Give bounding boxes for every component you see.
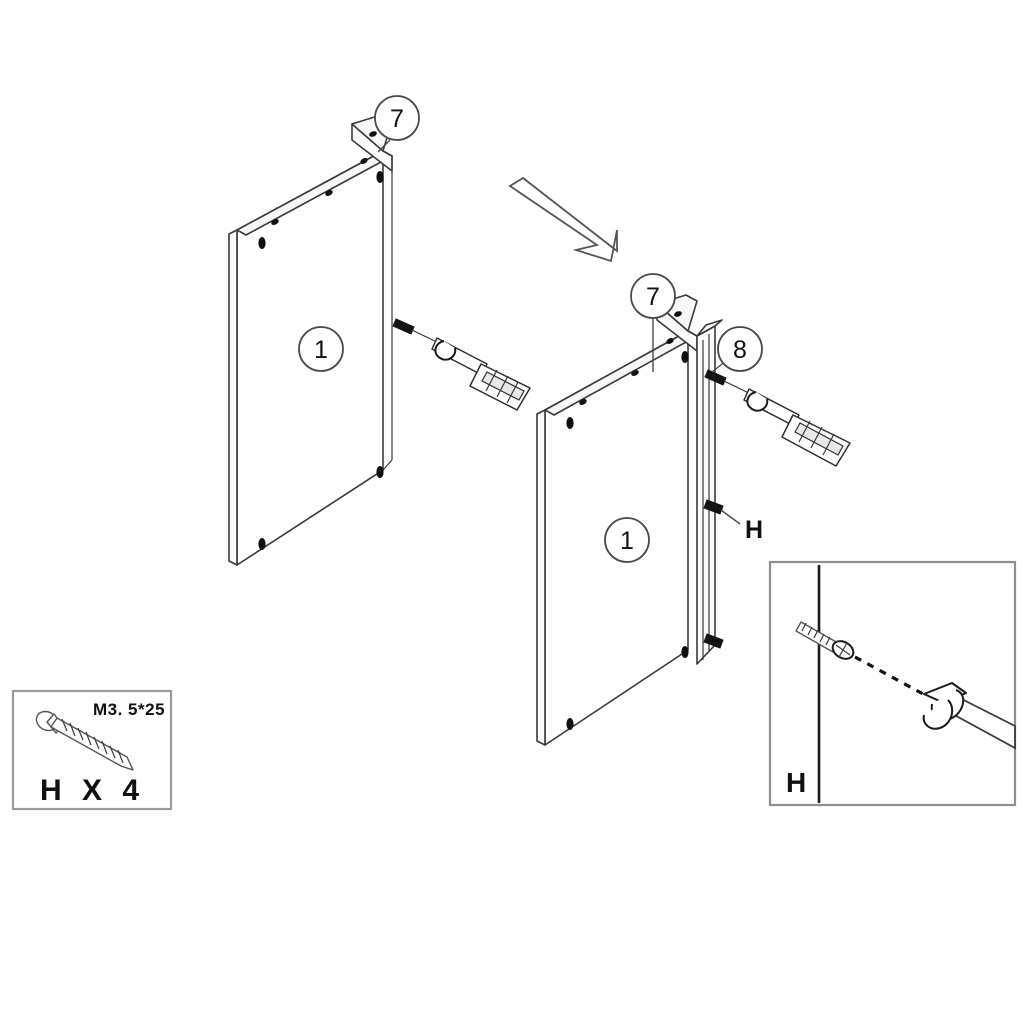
screw-icon <box>35 710 134 771</box>
right-panel-hole-bottom-right <box>681 646 689 658</box>
assembly-direction-arrow <box>508 176 618 263</box>
balloon-7-right-label: 7 <box>646 283 660 311</box>
balloon-8-right-label: 8 <box>733 336 747 364</box>
right-panel-edge-hole-1 <box>579 399 587 405</box>
right-panel-edge <box>536 409 546 746</box>
left-panel-edge <box>228 229 238 566</box>
balloon-1-left-label: 1 <box>314 336 328 364</box>
panel-screw-h-upper <box>703 499 724 515</box>
left-panel-hole-bottom-right <box>376 466 384 478</box>
balloon-1-right-label: 1 <box>620 527 634 555</box>
left-panel-edge-hole-2 <box>325 190 333 196</box>
left-screw-icon <box>392 318 415 335</box>
left-panel-hole-top-right <box>376 171 384 183</box>
panel-screw-h-lower <box>703 633 724 649</box>
hardware-part-code: M3. 5*25 <box>93 700 165 719</box>
left-panel-hole-mid-left <box>258 237 266 249</box>
balloon-7-left-label: 7 <box>390 105 404 133</box>
detail-inset-box: H <box>768 560 1017 807</box>
detail-box-label: H <box>786 767 806 798</box>
right-screw-icon <box>704 369 727 386</box>
h-leader-line <box>720 509 741 525</box>
panel-screw-h-group: H <box>703 499 763 649</box>
right-panel-edge-hole-2 <box>631 370 639 376</box>
right-fastener-group <box>704 369 851 467</box>
hook-anchor-icon <box>922 682 1016 750</box>
strip-bottom <box>696 644 716 665</box>
left-fastener-group <box>392 318 531 411</box>
left-panel-bottom-inner <box>382 459 393 471</box>
balloon-7-left[interactable]: 7 <box>374 95 420 141</box>
detail-screw-icon <box>795 621 855 660</box>
balloon-1-left[interactable]: 1 <box>298 326 344 372</box>
left-panel-tab-hole <box>369 131 377 137</box>
balloon-8-right[interactable]: 8 <box>717 326 763 372</box>
leader-balloon-7-left <box>377 139 391 153</box>
balloon-1-right[interactable]: 1 <box>604 517 650 563</box>
left-panel-hole-bottom-left <box>258 538 266 550</box>
right-panel-hole-mid-left <box>566 417 574 429</box>
balloon-7-right[interactable]: 7 <box>630 273 676 319</box>
left-panel-edge-hole-3 <box>360 158 368 164</box>
callout-balloons: 7 1 7 8 1 <box>298 95 763 563</box>
strip-top <box>696 319 723 337</box>
right-panel-tab-hole <box>674 311 682 317</box>
panel-screw-h-label: H <box>745 516 763 544</box>
right-panel-hole-bottom-left <box>566 718 574 730</box>
hardware-box: M3. 5*25 H X 4 <box>11 689 173 811</box>
detail-box-frame <box>768 560 1017 807</box>
screwdriver-left <box>431 337 531 411</box>
left-panel-edge-hole-1 <box>271 219 279 225</box>
hardware-count-text: H X 4 <box>40 774 145 807</box>
screwdriver-right <box>743 388 851 467</box>
right-panel-hole-top-right <box>681 351 689 363</box>
right-panel-edge-hole-3 <box>666 338 674 344</box>
